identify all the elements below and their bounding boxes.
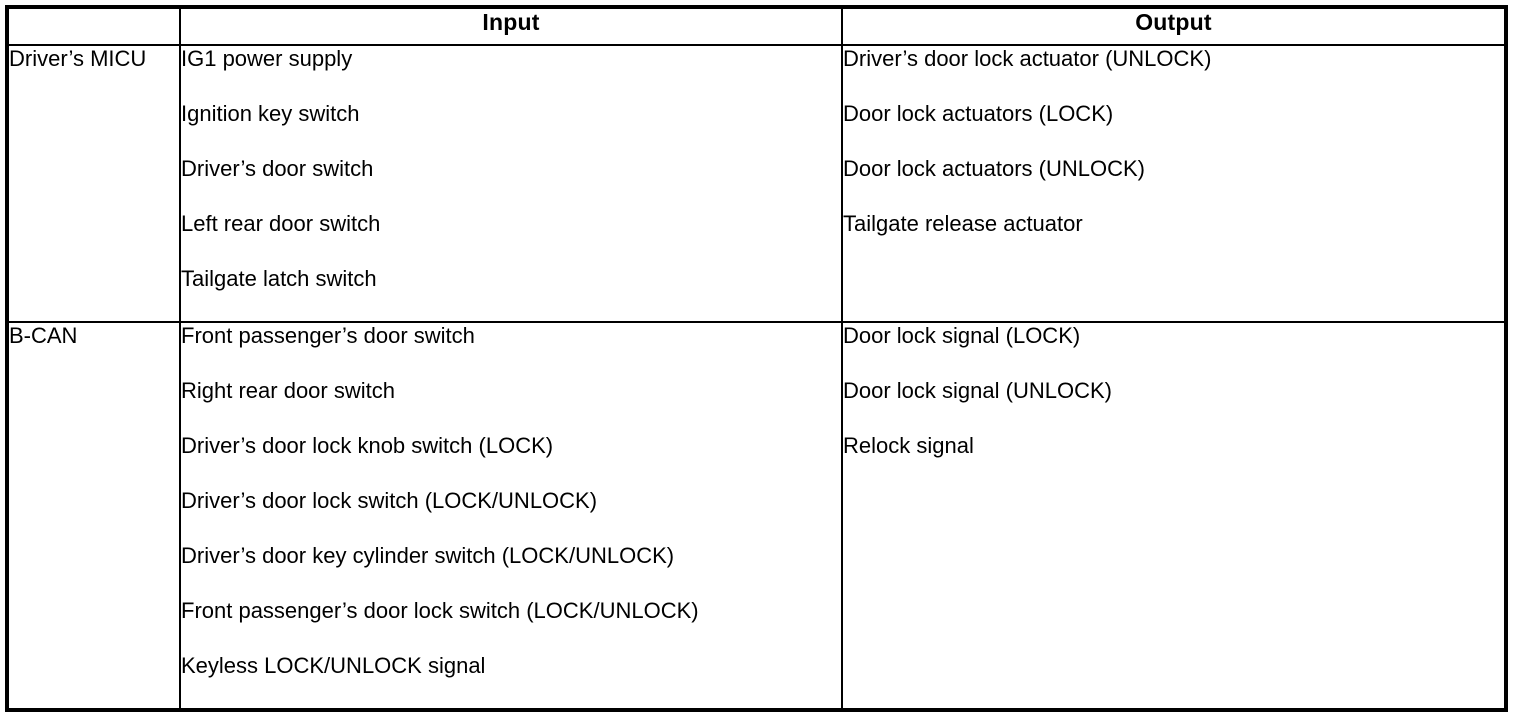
spec-table-container: Input Output Driver’s MICU IG1 power sup…: [5, 5, 1508, 712]
input-list-bcan: Front passenger’s door switch Right rear…: [179, 321, 843, 711]
list-item: Ignition key switch: [181, 101, 360, 126]
table-row-b-can: B-CAN Front passenger’s door switch Righ…: [6, 321, 1506, 711]
list-item: Tailgate latch switch: [181, 266, 377, 291]
list-item: Relock signal: [843, 433, 974, 458]
header-blank-cell: [6, 6, 181, 46]
list-item: Door lock signal (LOCK): [843, 323, 1081, 348]
table-row-driver-micu: Driver’s MICU IG1 power supply Ignition …: [6, 44, 1506, 323]
output-items-bcan: Door lock signal (LOCK) Door lock signal…: [843, 323, 1504, 488]
header-output: Output: [841, 6, 1506, 46]
input-items-micu: IG1 power supply Ignition key switch Dri…: [181, 46, 841, 321]
list-item: Door lock actuators (LOCK): [843, 101, 1114, 126]
input-list-micu: IG1 power supply Ignition key switch Dri…: [179, 44, 843, 323]
list-item: Driver’s door key cylinder switch (LOCK/…: [181, 543, 675, 568]
output-list-micu: Driver’s door lock actuator (UNLOCK) Doo…: [841, 44, 1506, 323]
list-item: Door lock signal (UNLOCK): [843, 378, 1112, 403]
list-item: Driver’s door switch: [181, 156, 374, 181]
table-header-row: Input Output: [6, 6, 1506, 46]
list-item: Driver’s door lock switch (LOCK/UNLOCK): [181, 488, 598, 513]
list-item: Driver’s door lock knob switch (LOCK): [181, 433, 554, 458]
list-item: Keyless LOCK/UNLOCK signal: [181, 653, 486, 678]
list-item: Front passenger’s door switch: [181, 323, 475, 348]
module-label-micu: Driver’s MICU: [6, 44, 181, 323]
list-item: Front passenger’s door lock switch (LOCK…: [181, 598, 699, 623]
list-item: Right rear door switch: [181, 378, 395, 403]
output-items-micu: Driver’s door lock actuator (UNLOCK) Doo…: [843, 46, 1504, 266]
list-item: Door lock actuators (UNLOCK): [843, 156, 1145, 181]
list-item: Driver’s door lock actuator (UNLOCK): [843, 46, 1212, 71]
output-list-bcan: Door lock signal (LOCK) Door lock signal…: [841, 321, 1506, 711]
list-item: IG1 power supply: [181, 46, 353, 71]
list-item: Left rear door switch: [181, 211, 381, 236]
header-input: Input: [179, 6, 843, 46]
list-item: Tailgate release actuator: [843, 211, 1083, 236]
input-output-table: Input Output Driver’s MICU IG1 power sup…: [5, 5, 1508, 712]
module-label-bcan: B-CAN: [6, 321, 181, 711]
input-items-bcan: Front passenger’s door switch Right rear…: [181, 323, 841, 708]
